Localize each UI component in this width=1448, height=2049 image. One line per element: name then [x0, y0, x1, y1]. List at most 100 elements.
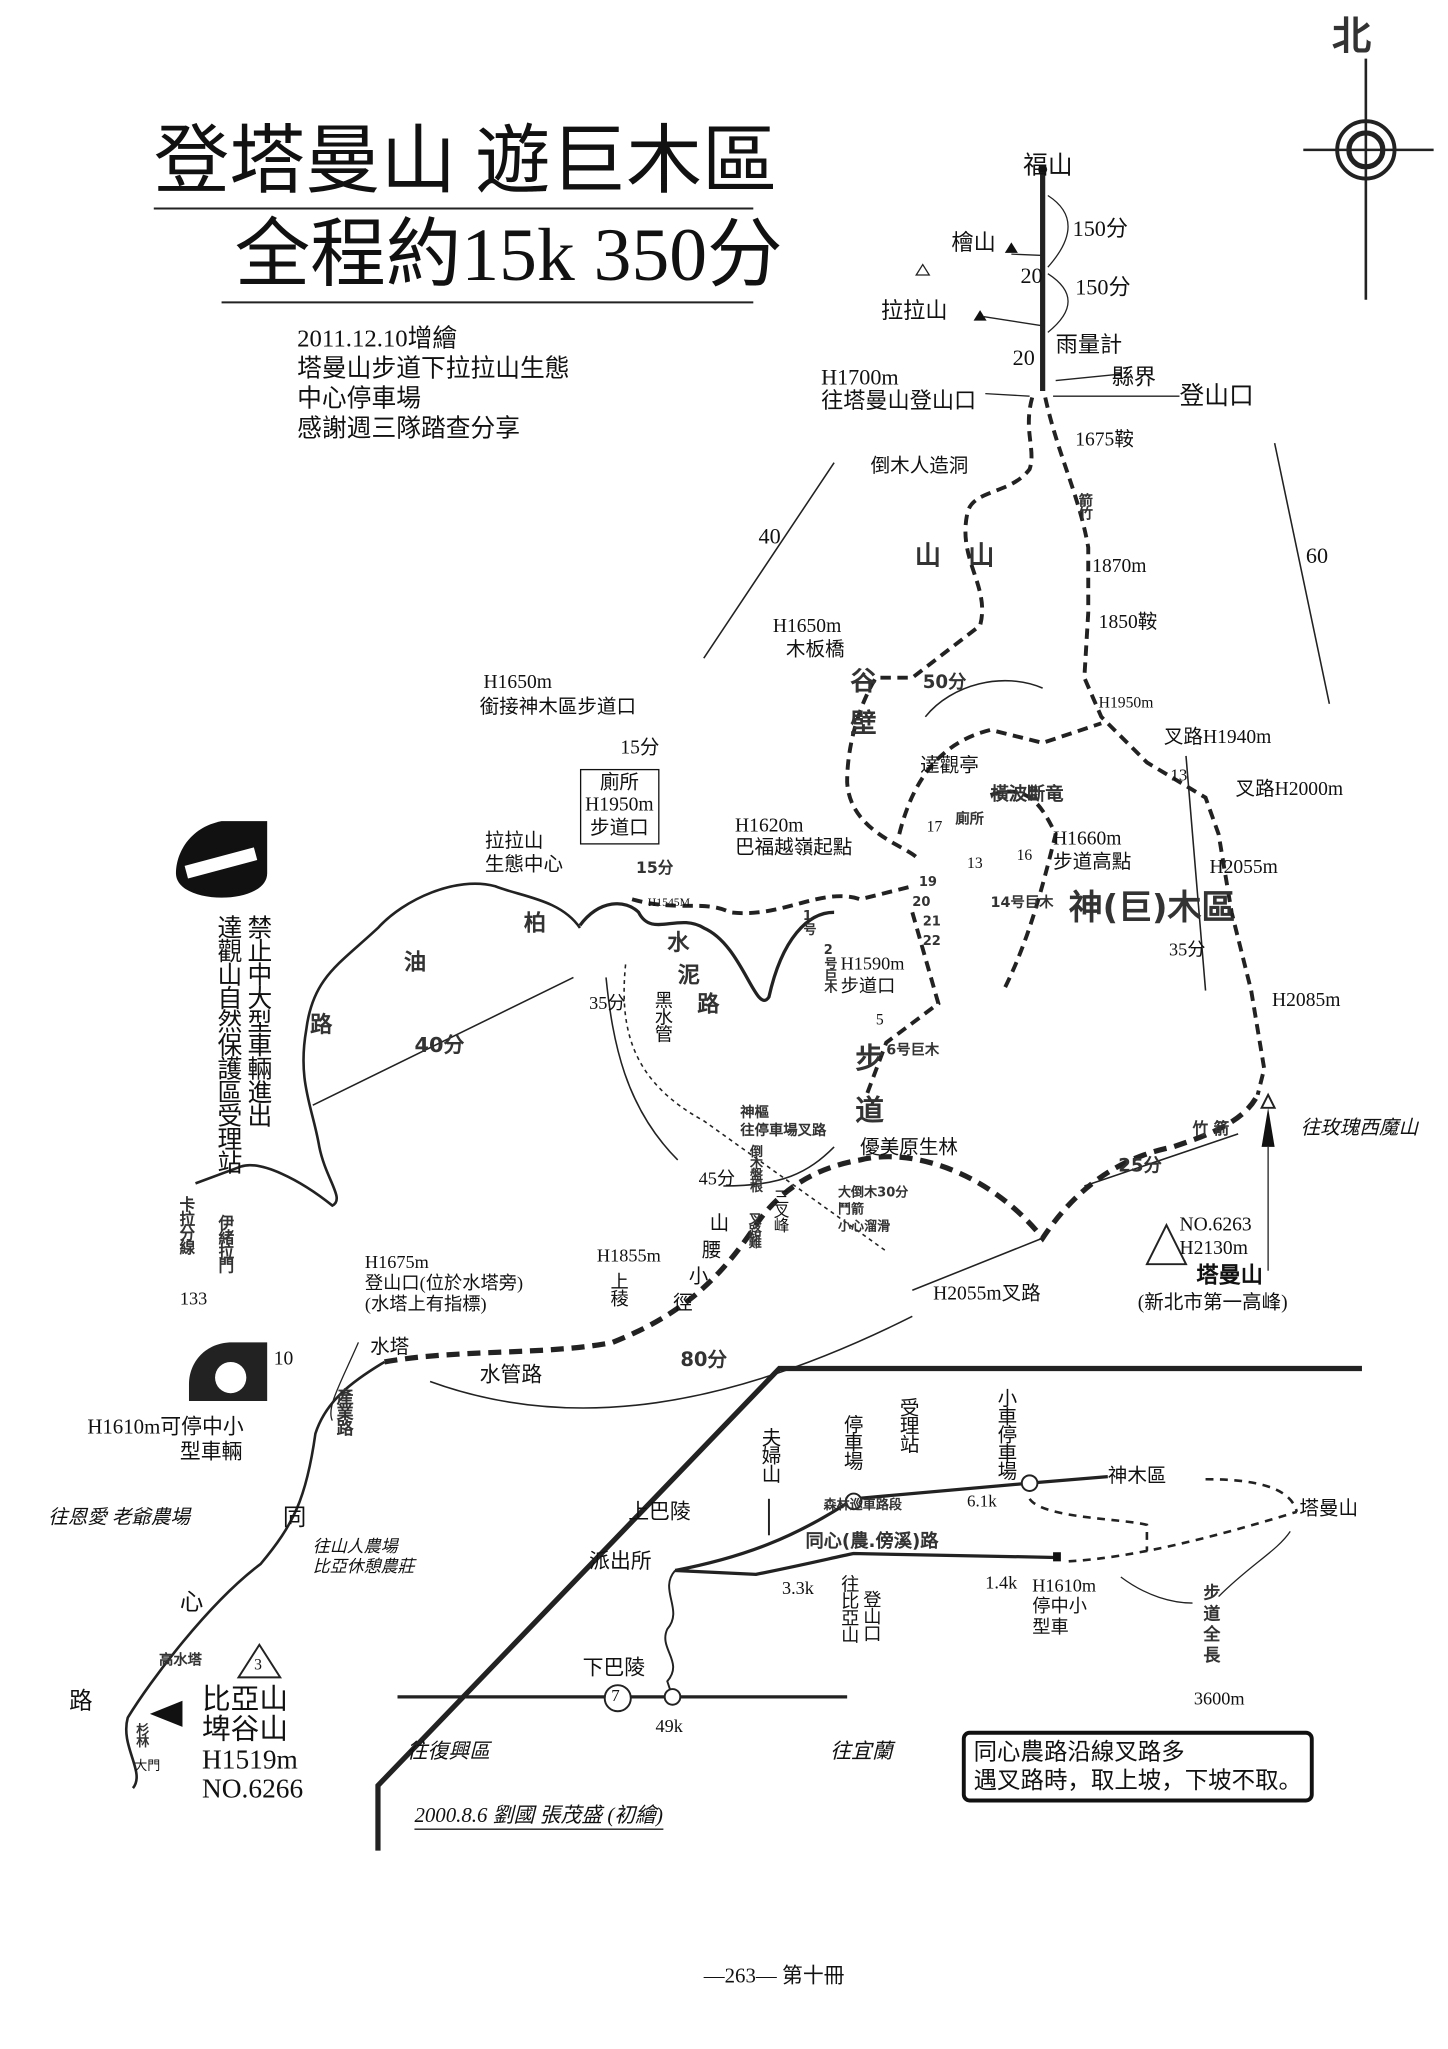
mountain-label: 山 山: [914, 539, 995, 571]
compass-icon: [1303, 58, 1434, 300]
taman-note: (新北市第一高峰): [1137, 1292, 1288, 1314]
small-car-label: 型車: [1032, 1618, 1069, 1639]
to-farms-label: 往山人農場: [312, 1536, 398, 1557]
gate-label: 大門: [134, 1759, 161, 1774]
elevation-label: H1610m: [1032, 1576, 1097, 1597]
peak-number: NO.6263: [1179, 1214, 1252, 1236]
trailhead-label: 步道口: [590, 817, 649, 839]
industrial-road-label: 產業路: [332, 1388, 353, 1435]
update-note-line: 塔曼山步道下拉拉山生態: [297, 355, 570, 384]
tree-number: 22: [922, 934, 941, 949]
tree-number: 1号: [800, 909, 815, 935]
credit-label: 2000.8.6 劉國 張茂盛 (初繪): [414, 1805, 663, 1830]
elevation-label: H1675m: [364, 1253, 429, 1274]
tower-sign-label: (水塔上有指標): [364, 1295, 487, 1316]
sancha-label: 三叉峰: [771, 1188, 791, 1232]
road-label: 路: [697, 991, 720, 1018]
saddle-label: 1850鞍: [1098, 612, 1158, 634]
peak-grade-triangle-icon: [236, 1642, 282, 1679]
time-label: 10: [273, 1348, 294, 1370]
elevation-label: H1590m: [840, 955, 905, 975]
tree-number: 2号巨木: [821, 943, 836, 992]
trail-total-label: 步道全長: [1199, 1583, 1219, 1667]
road-label: 柏: [523, 911, 547, 938]
distance-label: 6.1k: [967, 1490, 997, 1511]
time-label: 50分: [922, 672, 967, 694]
connect-trail-label: 銜接神木區步道口: [479, 697, 637, 719]
valley-wall-label: 谷壁: [845, 667, 878, 751]
toilet-trailhead-box: 廁所 H1950m 步道口: [579, 768, 659, 845]
oil-road: [195, 882, 582, 1208]
cement-road: [578, 902, 835, 1002]
update-note-line: 中心停車場: [297, 385, 421, 414]
guishan-label: 檜山: [951, 230, 996, 256]
hillside-label: 小: [686, 1265, 708, 1284]
small-parking-label: 小車停車場: [995, 1388, 1016, 1480]
parking-label: 停車場: [841, 1414, 863, 1469]
km-label: 49k: [655, 1717, 683, 1738]
hillside-label: 腰: [699, 1239, 721, 1258]
trail-lala: [631, 884, 913, 916]
trailhead-tower-label: 登山口(位於水塔旁): [364, 1274, 524, 1295]
cave-label: 倒木人造洞: [870, 456, 969, 478]
fork-label: 叉路H1940m: [1163, 727, 1272, 749]
map-title: 登塔曼山 遊巨木區: [153, 118, 778, 204]
shenmu-label: 神木區: [1107, 1466, 1167, 1488]
tongxin-road: [125, 1360, 386, 1789]
upper-baling-label: 上巴陵: [628, 1501, 691, 1524]
county-border-label: 縣界: [1111, 364, 1157, 390]
toilet-label: 廁所: [599, 772, 639, 794]
bafu-start-label: 巴福越嶺起點: [735, 838, 853, 859]
taman-peak-icon: [1260, 1092, 1277, 1109]
wood-bridge-label: 木板橋: [785, 639, 845, 661]
distance-label: 3.3k: [781, 1579, 814, 1600]
road-name-label: 心: [179, 1588, 204, 1615]
distance-label: 1.4k: [985, 1574, 1018, 1594]
time-label: 20: [1020, 263, 1043, 289]
taman-label: 塔曼山: [1196, 1262, 1263, 1288]
time-label: 15分: [636, 858, 674, 878]
time-label: 20: [1012, 345, 1035, 371]
road-label: 水: [667, 930, 690, 957]
elevation-label: H1650m: [772, 616, 842, 638]
bamboo-label: 箭竹: [1076, 492, 1094, 519]
lower-trail: [384, 1093, 1261, 1365]
time-label: 15分: [620, 737, 660, 759]
kala-line-label: 卡拉分線: [177, 1196, 196, 1254]
trail-entrance-label: 步道口: [840, 977, 896, 998]
time-label: 150分: [1072, 216, 1129, 242]
map-subtitle: 全程約15k 350分: [234, 212, 783, 298]
fork-warning-box: 同心農路沿線叉路多 遇叉路時，取上坡，下坡不取。: [961, 1730, 1314, 1803]
number-label: 13: [1170, 765, 1188, 785]
elevation-label: H1950m: [1098, 693, 1154, 712]
elevation-label: 1870m: [1092, 556, 1147, 578]
elevation-label: H1950m: [585, 795, 654, 817]
to-fuxing-label: 往復興區: [406, 1741, 491, 1764]
to-meigui-label: 往玫瑰西魔山: [1300, 1118, 1419, 1140]
tree-number: 6号巨木: [886, 1041, 940, 1059]
tree-number: 5: [875, 1010, 884, 1029]
reception-station-text: 達觀山自然保護區受理站: [213, 914, 241, 1173]
to-farms-label: 比亞休憩農莊: [312, 1556, 415, 1576]
warning-line: 遇叉路時，取上坡，下坡不取。: [973, 1766, 1302, 1793]
page-footer: —263— 第十冊: [703, 1965, 845, 1988]
triangle-3-icon: [1145, 1222, 1188, 1266]
tree-number: 13: [967, 853, 983, 872]
warning-line: 同心農路沿線叉路多: [973, 1738, 1185, 1765]
fork-label: H2055m叉路: [933, 1283, 1041, 1305]
taman-trailhead-label: 往塔曼山登山口: [821, 388, 977, 414]
to-yilan-label: 往宜蘭: [830, 1741, 893, 1764]
elevation-label: H1519m: [202, 1743, 298, 1776]
peak-grade: 3: [254, 1655, 262, 1674]
update-note-date: 2011.12.10增繪: [297, 325, 458, 354]
time-label: 150分: [1075, 274, 1131, 300]
tree-number: 19: [918, 875, 937, 891]
rain-gauge-label: 雨量計: [1055, 332, 1123, 358]
elevation-label: H1660m: [1053, 828, 1122, 850]
fushan-label: 福山: [1023, 152, 1073, 180]
fufu-shan-label: 夫婦山: [759, 1427, 781, 1482]
lala-center-label: 生態中心: [484, 854, 564, 876]
distance-label: 3600m: [1193, 1690, 1245, 1710]
saddle-label: 1675鞍: [1075, 430, 1134, 451]
